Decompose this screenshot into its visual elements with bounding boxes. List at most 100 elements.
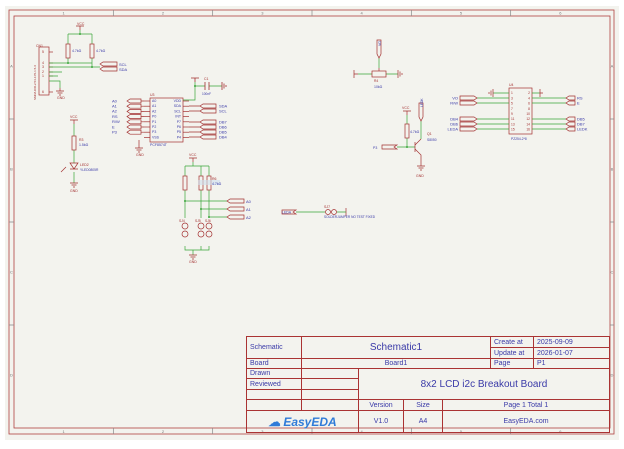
r6-ref: R6 bbox=[212, 177, 217, 181]
u3-pin-label: P6 bbox=[177, 125, 181, 129]
cn1-pin-number: 6 bbox=[42, 90, 44, 94]
port-scl-label: SCL bbox=[119, 62, 128, 67]
u4-net-label: VO bbox=[452, 95, 458, 100]
u3-pin-label: A2 bbox=[152, 109, 156, 113]
row-label: D bbox=[10, 373, 13, 378]
u3-part: PCF8574T bbox=[150, 143, 168, 147]
addr-net-a1: A1 bbox=[246, 207, 252, 212]
row-label: C bbox=[611, 270, 614, 275]
port-sda bbox=[99, 66, 118, 72]
column-label: 5 bbox=[460, 429, 463, 434]
connector-cn1 bbox=[38, 46, 50, 96]
q1-gnd-label: GND bbox=[416, 174, 424, 178]
reviewed-label: Reviewed bbox=[247, 379, 302, 390]
vcc-label: VCC bbox=[77, 22, 85, 26]
u3-net-label: R/W bbox=[112, 119, 120, 124]
cn1-pin-number: 5 bbox=[42, 50, 44, 54]
cn1-ref: CN1 bbox=[36, 44, 43, 48]
u3-net-label: E bbox=[112, 124, 115, 129]
u4-pin-number: 2 bbox=[528, 91, 530, 95]
u4-net-label: R/W bbox=[450, 100, 458, 105]
logo-text: EasyEDA bbox=[283, 414, 337, 429]
addr-vcc-label: VCC bbox=[189, 153, 197, 157]
row-label: A bbox=[611, 64, 614, 69]
sj7-net: LEDA bbox=[282, 211, 292, 215]
blank-cell bbox=[247, 400, 302, 411]
sj7-ref: SJ7 bbox=[324, 205, 330, 209]
u4-net-label: RS bbox=[577, 95, 583, 100]
sj4-ref: SJ4 bbox=[179, 219, 185, 223]
u3-ref: U3 bbox=[150, 93, 155, 97]
u4-net-label: DB4 bbox=[450, 116, 459, 121]
column-label: 5 bbox=[460, 11, 463, 16]
u4-pin-number: 16 bbox=[526, 128, 530, 132]
u4-pin-number: 9 bbox=[511, 112, 513, 116]
u3-pin-label: A0 bbox=[152, 99, 156, 103]
u4-pin-number: 12 bbox=[526, 117, 530, 121]
u3-pin-label: P1 bbox=[152, 120, 156, 124]
column-label: 3 bbox=[261, 429, 264, 434]
r6-value: 4.7kΩ bbox=[212, 182, 222, 186]
u3-net-port bbox=[126, 109, 144, 114]
u3-net-label: SCL bbox=[219, 108, 228, 113]
page-value: P1 bbox=[534, 359, 610, 369]
q1-collector-net: LEDK bbox=[420, 98, 424, 107]
size-value: A4 bbox=[404, 411, 443, 433]
u3-pin-label: P0 bbox=[152, 115, 156, 119]
column-label: 2 bbox=[162, 429, 165, 434]
blank-cell bbox=[302, 400, 359, 411]
r5-value: 4.7kΩ bbox=[410, 130, 420, 134]
size-label: Size bbox=[404, 400, 443, 411]
u3-net-port bbox=[189, 119, 217, 125]
header-u4 bbox=[508, 87, 533, 135]
resistor-r1 bbox=[65, 43, 71, 59]
r2-value: 4.7kΩ bbox=[96, 49, 106, 53]
u4-ref: U4 bbox=[509, 83, 514, 87]
resistor-r2 bbox=[89, 43, 95, 59]
column-label: 4 bbox=[361, 11, 364, 16]
u4-net-label: DB6 bbox=[450, 121, 459, 126]
column-label: 3 bbox=[261, 11, 264, 16]
blank-cell bbox=[302, 390, 359, 400]
r1-value: 4.7kΩ bbox=[72, 49, 82, 53]
u3-net-port bbox=[126, 103, 144, 109]
gnd-label: GND bbox=[57, 96, 65, 100]
u3-pin-label: P5 bbox=[177, 130, 181, 134]
column-label: 6 bbox=[559, 429, 562, 434]
column-label: 4 bbox=[361, 429, 364, 434]
u4-pin-number: 7 bbox=[511, 107, 513, 111]
version-value: V1.0 bbox=[359, 411, 404, 433]
board-label: Board bbox=[247, 359, 302, 369]
drawn-label: Drawn bbox=[247, 369, 302, 379]
r4-ref: R4 bbox=[374, 79, 378, 83]
page-label: Page bbox=[491, 359, 534, 369]
q1-vcc-label: VCC bbox=[402, 106, 410, 110]
u3-gnd-label: GND bbox=[136, 153, 144, 157]
u3-net-label: P3 bbox=[112, 130, 118, 135]
addr-net-a0: A0 bbox=[246, 199, 252, 204]
u3-pin-label: VDD bbox=[174, 99, 182, 103]
column-label: 1 bbox=[63, 429, 66, 434]
u3-net-label: DB4 bbox=[219, 134, 228, 139]
u3-pin-label: SCL bbox=[174, 109, 181, 113]
sj5-ref: SJ5 bbox=[195, 219, 201, 223]
title-block: Schematic Schematic1 Create at 2025-09-0… bbox=[246, 336, 610, 433]
led-gnd-label: GND bbox=[70, 189, 78, 193]
u4-pin-number: 6 bbox=[528, 102, 530, 106]
u4-net-label: DB5 bbox=[577, 116, 586, 121]
version-label: Version bbox=[359, 400, 404, 411]
u3-net-label: SDA bbox=[219, 103, 228, 108]
u3-pin-label: P3 bbox=[152, 130, 156, 134]
u4-pin-number: 1 bbox=[511, 91, 513, 95]
u4-pin-number: 15 bbox=[511, 128, 515, 132]
sj6-ref: SJ6 bbox=[205, 219, 211, 223]
u4-net-label: LEDA bbox=[448, 126, 459, 131]
c1-value: 100nF bbox=[202, 92, 211, 96]
u4-pin-number: 4 bbox=[528, 96, 530, 100]
cn1-part: SMD/HDR-2.54-1X5-1.5-6 bbox=[33, 65, 37, 100]
u4-pin-number: 3 bbox=[511, 96, 513, 100]
u3-pin-label: P4 bbox=[177, 135, 181, 139]
r3-ref: R3 bbox=[79, 138, 84, 142]
u4-part: PZ254-2*8 bbox=[511, 137, 527, 141]
column-label: 6 bbox=[559, 11, 562, 16]
